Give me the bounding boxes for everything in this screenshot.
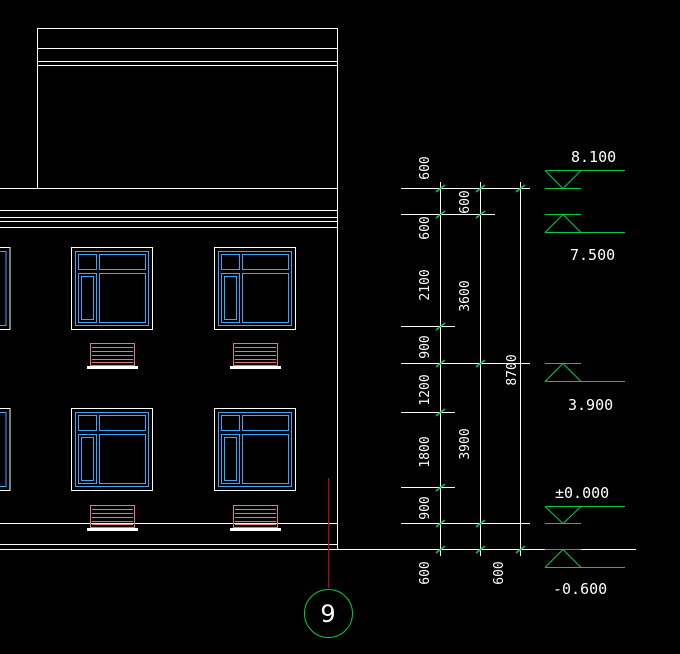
- elevation-markers: [544, 170, 625, 568]
- ac-unit-lower-2: [230, 505, 281, 531]
- dim-text: 8700: [505, 354, 520, 385]
- elevation-marker-8100: [544, 170, 625, 190]
- window-upper-1: [71, 247, 153, 330]
- ac-unit-upper-2: [230, 343, 281, 369]
- dim-text: 600: [418, 156, 433, 179]
- window-lower-2: [214, 408, 296, 491]
- elevation-label: -0.600: [553, 580, 607, 598]
- elevation-marker-7500: [544, 213, 625, 233]
- dim-text: 600: [492, 561, 507, 584]
- roof-parapet: [37, 28, 338, 189]
- dim-text: 2100: [418, 269, 433, 300]
- dimension-lines: [401, 182, 530, 556]
- elevation-labels: 8.100 7.500 3.900 ±0.000 -0.600: [553, 148, 616, 598]
- grid-axis-marker: 9: [304, 478, 353, 638]
- dim-text: 600: [418, 561, 433, 584]
- elevation-label: 7.500: [570, 246, 615, 264]
- elevation-label: 3.900: [568, 396, 613, 414]
- dim-text: 3900: [458, 428, 473, 459]
- dim-text: 1200: [418, 374, 433, 405]
- dimension-column-1: 600 600 2100 900 1200 1800 900 600: [418, 156, 433, 584]
- window-upper-2: [214, 247, 296, 330]
- dim-text: 1800: [418, 436, 433, 467]
- dim-text: 900: [418, 335, 433, 358]
- elevation-marker-minus0600: [544, 548, 625, 568]
- elevation-marker-3900: [544, 362, 625, 382]
- dimension-column-3: 8700: [505, 354, 520, 385]
- window-lower-left-partial: [0, 408, 11, 491]
- dimension-column-2: 600 3600 3900 600: [458, 190, 507, 584]
- elevation-label: 8.100: [571, 148, 616, 166]
- ac-unit-lower-1: [87, 505, 138, 531]
- window-lower-1: [71, 408, 153, 491]
- building-facade: [0, 28, 636, 550]
- axis-label: 9: [320, 600, 335, 628]
- dim-text: 600: [418, 216, 433, 239]
- elevation-marker-0000: [544, 506, 625, 525]
- window-upper-left-partial: [0, 247, 11, 330]
- dim-text: 600: [458, 190, 473, 213]
- dim-text: 3600: [458, 280, 473, 311]
- ac-unit-upper-1: [87, 343, 138, 369]
- elevation-label: ±0.000: [555, 484, 609, 502]
- dim-text: 900: [418, 496, 433, 519]
- axis-bubble: [304, 589, 353, 638]
